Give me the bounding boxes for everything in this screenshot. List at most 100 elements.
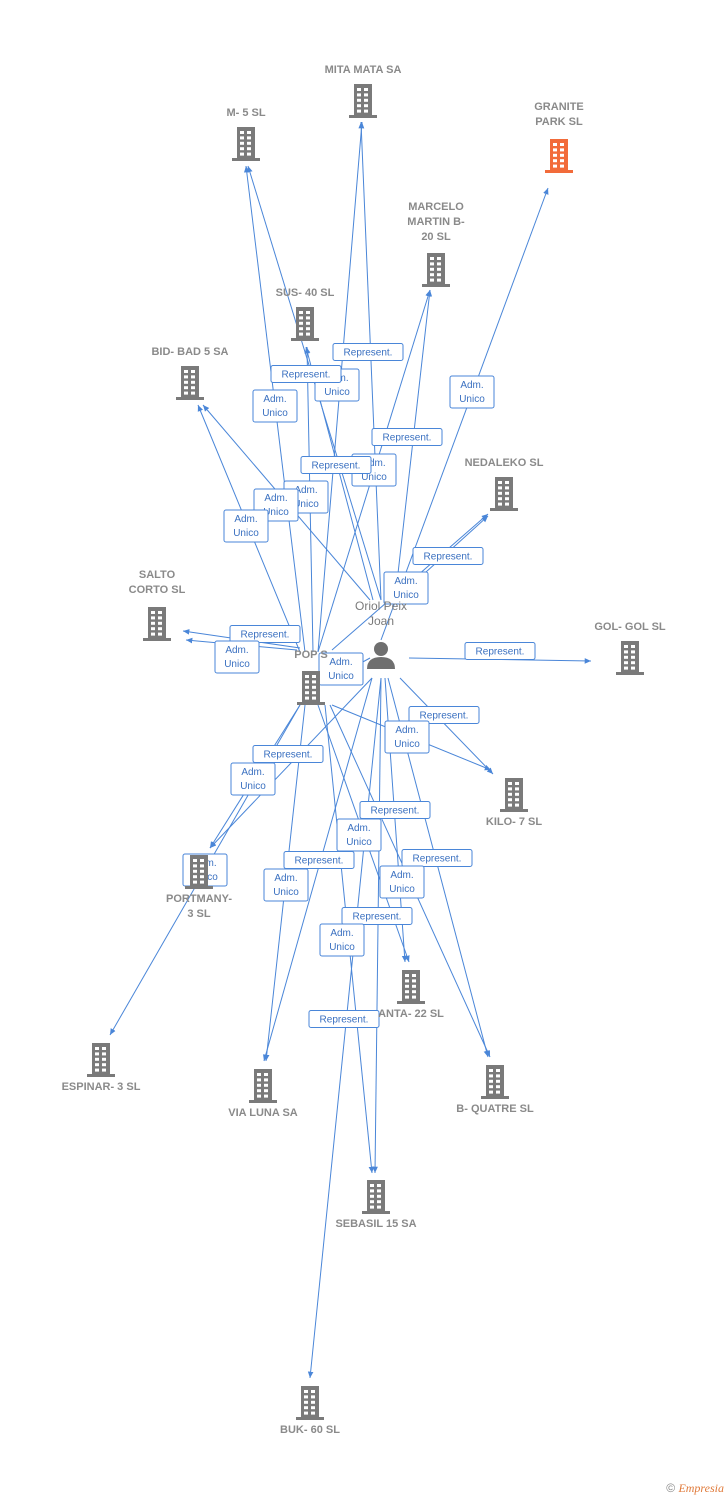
node-vialuna[interactable]: VIA LUNA SA — [228, 1069, 298, 1119]
relation-label[interactable]: Represent. — [412, 547, 484, 565]
relation-label-box — [384, 720, 430, 754]
relation-label[interactable]: Adm.Unico — [223, 509, 269, 543]
relation-label-text: Unico — [224, 659, 250, 670]
relation-label-text: Represent. — [476, 647, 525, 658]
relation-label[interactable]: Represent. — [359, 801, 431, 819]
relation-label[interactable]: Represent. — [229, 625, 301, 643]
relation-label-box — [318, 652, 364, 686]
relation-label[interactable]: Adm.Unico — [449, 375, 495, 409]
relation-label-text: Represent. — [383, 433, 432, 444]
relation-label[interactable]: Represent. — [283, 851, 355, 869]
relation-label-box — [252, 745, 324, 763]
node-label: GOL- GOL SL — [594, 621, 666, 633]
relation-label-box — [341, 907, 413, 925]
relation-label-box — [383, 571, 429, 605]
building-icon — [87, 1043, 115, 1077]
relation-label-box — [223, 509, 269, 543]
node-label: Joan — [368, 614, 394, 628]
node-espinar[interactable]: ESPINAR- 3 SL — [62, 1043, 141, 1093]
edge-oriol-granite — [380, 187, 549, 641]
node-sebasil[interactable]: SEBASIL 15 SA — [335, 1180, 417, 1230]
node-mita[interactable]: MITA MATA SA — [325, 64, 402, 118]
node-gol[interactable]: GOL- GOL SL — [594, 621, 666, 675]
node-nedaleko[interactable]: NEDALEKO SL — [465, 457, 544, 511]
relation-label[interactable]: Adm.Unico — [319, 923, 365, 957]
node-kilo[interactable]: KILO- 7 SL — [486, 778, 543, 828]
node-m5[interactable]: M- 5 SL — [226, 107, 266, 161]
relation-label-text: Represent. — [320, 1015, 369, 1026]
relation-label-text: Adm. — [330, 928, 353, 939]
relation-label[interactable]: Adm.Unico — [318, 652, 364, 686]
building-icon — [481, 1065, 509, 1099]
relation-label[interactable]: Adm.Unico — [263, 868, 309, 902]
relation-label[interactable]: Represent. — [371, 428, 443, 446]
building-icon — [616, 641, 644, 675]
relation-label-text: Unico — [263, 507, 289, 518]
brand-logo[interactable]: Empresia — [678, 1481, 724, 1495]
relation-label[interactable]: Represent. — [401, 849, 473, 867]
relation-label-box — [379, 865, 425, 899]
relation-label[interactable]: Adm.Unico — [230, 762, 276, 796]
node-label: 3 SL — [187, 908, 211, 920]
node-buk[interactable]: BUK- 60 SL — [280, 1386, 340, 1436]
relation-label-text: Represent. — [353, 912, 402, 923]
node-sus[interactable]: SUS- 40 SL — [276, 287, 335, 341]
node-label: NEDALEKO SL — [465, 457, 544, 469]
relation-label-text: Unico — [389, 884, 415, 895]
node-label: ANTA- 22 SL — [378, 1008, 444, 1020]
building-icon — [297, 671, 325, 705]
building-icon — [249, 1069, 277, 1103]
relation-label-box — [214, 640, 260, 674]
node-bid[interactable]: BID- BAD 5 SA — [151, 346, 229, 400]
copyright: © Empresia — [666, 1481, 724, 1496]
relation-label-box — [308, 1010, 380, 1028]
node-bquatre[interactable]: B- QUATRE SL — [456, 1065, 534, 1115]
building-icon — [362, 1180, 390, 1214]
node-label: MARCELO — [408, 201, 464, 213]
building-icon — [500, 778, 528, 812]
relation-label-text: Adm. — [263, 394, 286, 405]
relation-label-box — [359, 801, 431, 819]
building-icon — [143, 607, 171, 641]
person-icon — [367, 642, 395, 669]
relation-label-text: Adm. — [225, 645, 248, 656]
node-label: ESPINAR- 3 SL — [62, 1081, 141, 1093]
relation-label[interactable]: Adm. Unico — [384, 720, 430, 754]
relation-label[interactable]: Adm. Unico — [379, 865, 425, 899]
relation-label-text: Unico — [394, 739, 420, 750]
relation-label[interactable]: Adm.Unico — [336, 818, 382, 852]
relation-label[interactable]: Adm. Unico — [214, 640, 260, 674]
relation-label-text: Adm. — [329, 657, 352, 668]
node-label: SALTO — [139, 569, 176, 581]
relation-label[interactable]: Represent. — [464, 642, 536, 660]
relation-label[interactable]: Represent. — [408, 706, 480, 724]
relation-label[interactable]: Represent. — [252, 745, 324, 763]
relation-label[interactable]: Represent. — [341, 907, 413, 925]
relation-label[interactable]: Represent. — [270, 365, 342, 383]
relation-label[interactable]: Represent. — [300, 456, 372, 474]
relation-label-box — [408, 706, 480, 724]
relation-label-text: Adm. — [347, 823, 370, 834]
relation-label[interactable]: Represent. — [308, 1010, 380, 1028]
relation-label-text: Represent. — [295, 856, 344, 867]
relation-label[interactable]: Adm.Unico — [252, 389, 298, 423]
node-portmany[interactable]: PORTMANY-3 SL — [166, 855, 232, 920]
building-icon — [176, 366, 204, 400]
relation-label[interactable]: Represent. — [332, 343, 404, 361]
relation-label-text: Represent. — [420, 711, 469, 722]
copyright-symbol: © — [666, 1481, 676, 1495]
relation-label-text: Represent. — [264, 750, 313, 761]
node-label: MITA MATA SA — [325, 64, 402, 76]
relation-label[interactable]: Adm.Unico — [383, 571, 429, 605]
edge-labels-layer: Represent.Adm.UnicoAdm.UnicoRepresent.Ad… — [182, 343, 536, 1028]
relation-label-text: Adm. — [390, 870, 413, 881]
node-anta[interactable]: ANTA- 22 SL — [378, 970, 444, 1020]
node-pop[interactable]: POP S — [294, 649, 328, 705]
relation-label-text: Adm. — [395, 725, 418, 736]
